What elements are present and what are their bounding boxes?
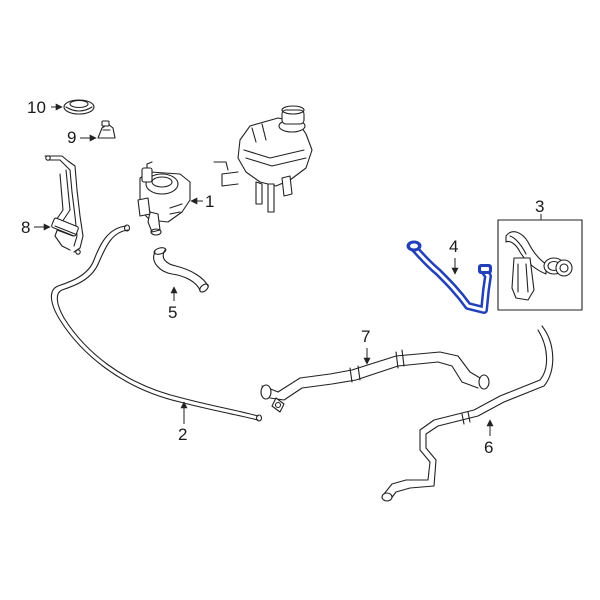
part-8-bracket[interactable] (44, 155, 84, 255)
callout-2: 2 (178, 425, 187, 444)
callout-3: 3 (535, 197, 544, 216)
part-3-hose-kit[interactable] (497, 219, 583, 311)
part-6-coolant-line[interactable] (381, 325, 554, 502)
part-5-short-hose[interactable] (153, 247, 209, 294)
coolant-reservoir (213, 105, 313, 213)
part-7-coolant-pipe[interactable] (260, 349, 490, 413)
part-4-hose-highlighted[interactable] (406, 240, 492, 314)
callout-7: 7 (361, 327, 370, 346)
callout-8: 8 (21, 218, 30, 237)
callout-6: 6 (484, 438, 493, 457)
callout-1: 1 (205, 192, 214, 211)
callout-9: 9 (67, 128, 76, 147)
callout-10: 10 (27, 98, 46, 117)
part-3-kit-box (497, 219, 583, 311)
callout-5: 5 (168, 303, 177, 322)
part-10-cap[interactable] (63, 99, 95, 115)
part-1-water-pump[interactable] (137, 161, 191, 236)
callout-4: 4 (449, 237, 458, 256)
part-9-clip[interactable] (97, 120, 116, 139)
